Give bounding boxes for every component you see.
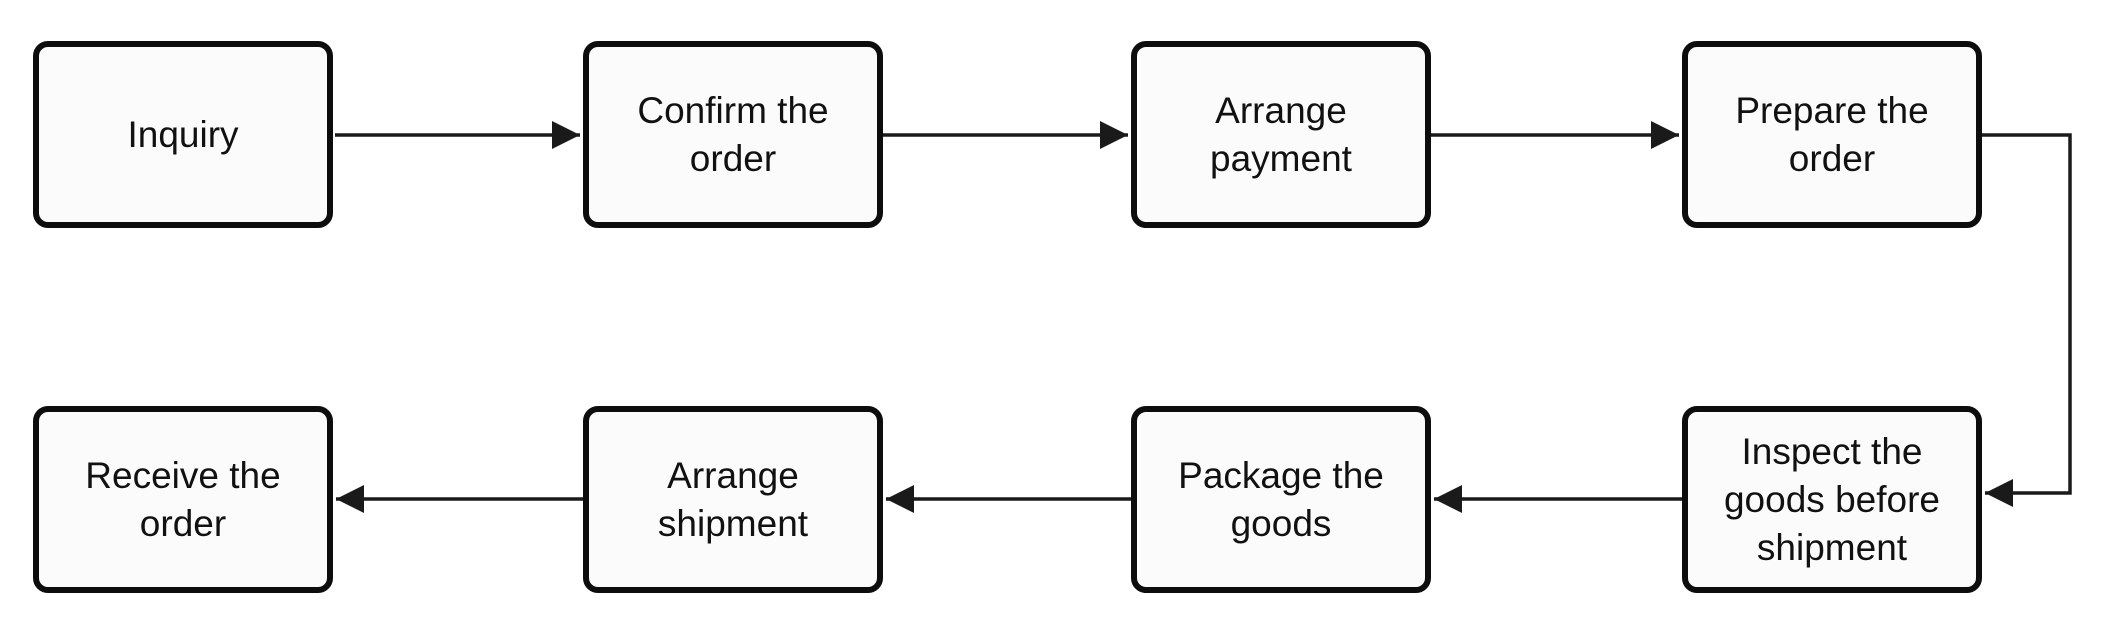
node-arrange-shipment: Arrange shipment xyxy=(583,406,883,593)
node-package-goods: Package the goods xyxy=(1131,406,1431,593)
node-inspect-goods-label: Inspect the goods before shipment xyxy=(1723,430,1940,568)
node-receive-order: Receive the order xyxy=(33,406,333,593)
node-arrange-payment: Arrange payment xyxy=(1131,41,1431,228)
node-confirm-order: Confirm the order xyxy=(583,41,883,228)
node-inquiry: Inquiry xyxy=(33,41,333,228)
node-receive-order-label: Receive the order xyxy=(85,454,281,544)
node-package-goods-label: Package the goods xyxy=(1178,454,1384,544)
node-arrange-shipment-label: Arrange shipment xyxy=(657,454,809,544)
node-prepare-order-label: Prepare the order xyxy=(1735,89,1929,179)
node-confirm-order-label: Confirm the order xyxy=(637,89,829,179)
node-inspect-goods: Inspect the goods before shipment xyxy=(1682,406,1982,593)
arrow-prepare-order-to-inspect-goods xyxy=(1982,133,2072,507)
node-arrange-payment-label: Arrange payment xyxy=(1210,89,1352,179)
node-prepare-order: Prepare the order xyxy=(1682,41,1982,228)
node-inquiry-label: Inquiry xyxy=(127,113,239,155)
